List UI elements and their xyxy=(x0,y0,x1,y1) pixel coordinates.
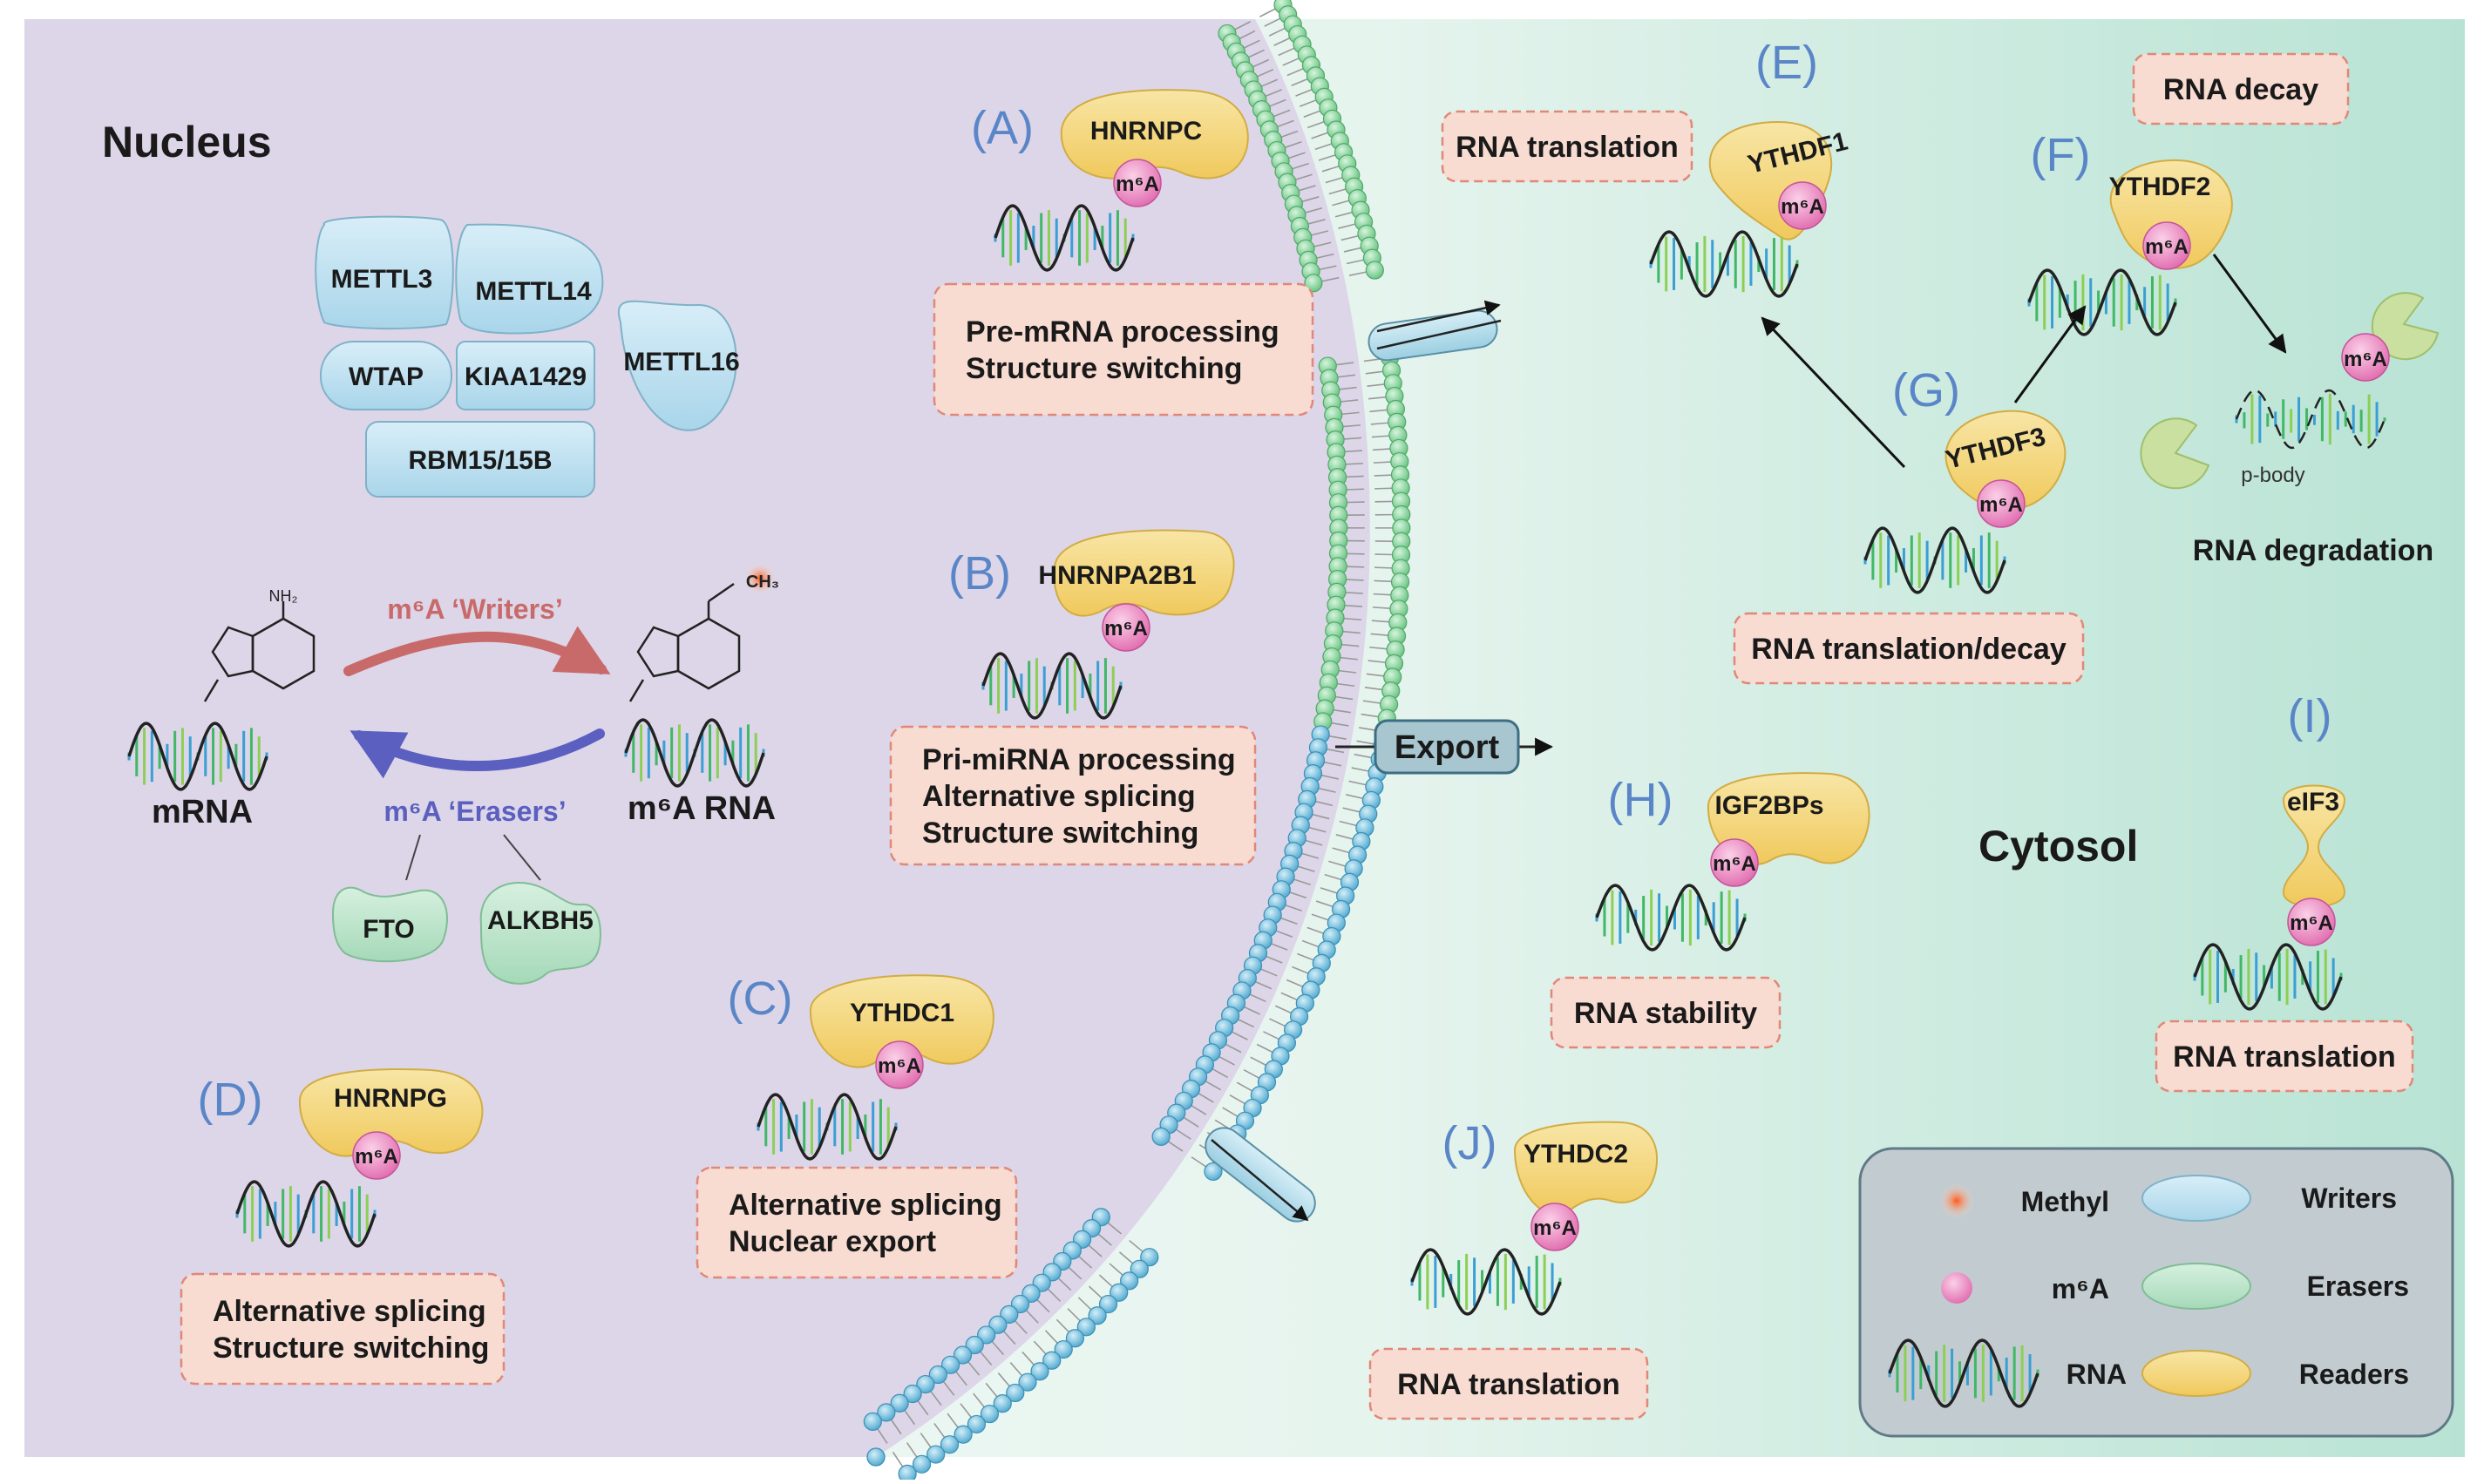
legend: Methyl m⁶A RNA Writers Erasers Readers xyxy=(1860,1149,2453,1436)
m6a-mark-label: m⁶A xyxy=(1979,493,2023,517)
legend-m6a-swatch xyxy=(1941,1272,1972,1304)
m6a-mark-label: m⁶A xyxy=(1533,1216,1577,1240)
cytosol-label: Cytosol xyxy=(1978,822,2138,871)
function-label: Structure switching xyxy=(966,352,1242,385)
legend-rna-label: RNA xyxy=(2067,1359,2127,1390)
writers-arrow-label: m⁶A ‘Writers’ xyxy=(387,593,562,625)
function-label: RNA decay xyxy=(2163,73,2318,106)
m6a-mark-label: m⁶A xyxy=(355,1145,398,1169)
pbody-label: p-body xyxy=(2241,464,2304,487)
export-label: Export xyxy=(1395,729,1500,766)
reader-letter: (E) xyxy=(1755,37,1818,89)
reader-letter: (J) xyxy=(1442,1117,1497,1169)
m6a-mark-label: m⁶A xyxy=(2145,235,2189,259)
function-label: Structure switching xyxy=(213,1332,489,1365)
legend-readers-swatch xyxy=(2142,1351,2250,1396)
reader-protein-label: YTHDC2 xyxy=(1524,1140,1628,1169)
writer-label-mettl16: METTL16 xyxy=(623,348,739,376)
function-box xyxy=(697,1168,1016,1277)
function-label: Structure switching xyxy=(922,817,1198,850)
reader-protein-label: YTHDC1 xyxy=(850,999,954,1027)
writer-label-mettl14: METTL14 xyxy=(475,277,592,306)
function-label: Nuclear export xyxy=(729,1225,936,1258)
legend-methyl-label: Methyl xyxy=(2021,1186,2109,1217)
legend-methyl-swatch xyxy=(1939,1183,1974,1218)
function-box xyxy=(181,1274,504,1384)
legend-erasers-label: Erasers xyxy=(2307,1271,2409,1302)
reader-letter: (C) xyxy=(728,972,793,1025)
reader-protein-label: eIF3 xyxy=(2287,788,2339,817)
function-label: Pre-mRNA processing xyxy=(966,315,1279,349)
writer-label-mettl3: METTL3 xyxy=(331,265,433,294)
ch3-label: CH₃ xyxy=(746,573,779,592)
legend-writers-swatch xyxy=(2142,1176,2250,1221)
eraser-label-alkbh5: ALKBH5 xyxy=(487,906,594,935)
function-label: RNA translation/decay xyxy=(1751,633,2067,666)
function-label: Alternative splicing xyxy=(922,780,1196,813)
m6a-mark-label: m⁶A xyxy=(1713,852,1756,876)
writer-label-rbm15: RBM15/15B xyxy=(408,446,552,475)
writer-label-wtap: WTAP xyxy=(349,363,424,391)
reader-letter: (I) xyxy=(2288,690,2332,742)
function-label: Alternative splicing xyxy=(729,1189,1002,1222)
writer-label-kiaa1429: KIAA1429 xyxy=(465,363,587,391)
reader-letter: (F) xyxy=(2031,129,2091,181)
erasers-arrow-label: m⁶A ‘Erasers’ xyxy=(383,796,566,827)
reader-protein-label: HNRNPG xyxy=(334,1084,447,1113)
reader-protein-label: HNRNPC xyxy=(1090,117,1202,146)
reader-protein-label: IGF2BPs xyxy=(1714,791,1823,820)
mrna-label: mRNA xyxy=(152,794,253,830)
m6a-mark-label: m⁶A xyxy=(878,1054,921,1078)
reader-letter: (A) xyxy=(971,102,1034,154)
function-label: RNA translation xyxy=(2173,1040,2396,1074)
m6a-mark-label: m⁶A xyxy=(1116,173,1159,196)
function-box xyxy=(934,284,1313,415)
nucleus-label: Nucleus xyxy=(102,118,272,166)
function-label: RNA translation xyxy=(1397,1368,1620,1401)
eraser-label-fto: FTO xyxy=(363,915,414,944)
m6a-rna-label: m⁶A RNA xyxy=(628,790,776,827)
function-label: Alternative splicing xyxy=(213,1295,486,1328)
reader-letter: (G) xyxy=(1892,364,1960,417)
m6a-mark-label: m⁶A xyxy=(1781,195,1824,219)
legend-writers-label: Writers xyxy=(2301,1182,2397,1214)
legend-m6a-label: m⁶A xyxy=(2052,1273,2109,1304)
reader-protein-label: YTHDF2 xyxy=(2109,173,2211,201)
m6a-mark-label: m⁶A xyxy=(1104,617,1148,640)
function-label: RNA translation xyxy=(1456,131,1679,164)
nh2-label: NH₂ xyxy=(269,587,298,605)
reader-protein-label: HNRNPA2B1 xyxy=(1038,561,1196,590)
rna-degradation-label: RNA degradation xyxy=(2193,534,2433,567)
reader-letter: (H) xyxy=(1608,774,1673,826)
legend-erasers-swatch xyxy=(2142,1264,2250,1309)
legend-readers-label: Readers xyxy=(2299,1359,2409,1390)
reader-letter: (B) xyxy=(948,547,1011,600)
m6a-mark-label: m⁶A xyxy=(2290,911,2333,935)
reader-letter: (D) xyxy=(198,1074,263,1126)
function-label: Pri-miRNA processing xyxy=(922,743,1236,776)
degradation-m6a-label: m⁶A xyxy=(2344,348,2387,371)
function-label: RNA stability xyxy=(1574,997,1757,1030)
